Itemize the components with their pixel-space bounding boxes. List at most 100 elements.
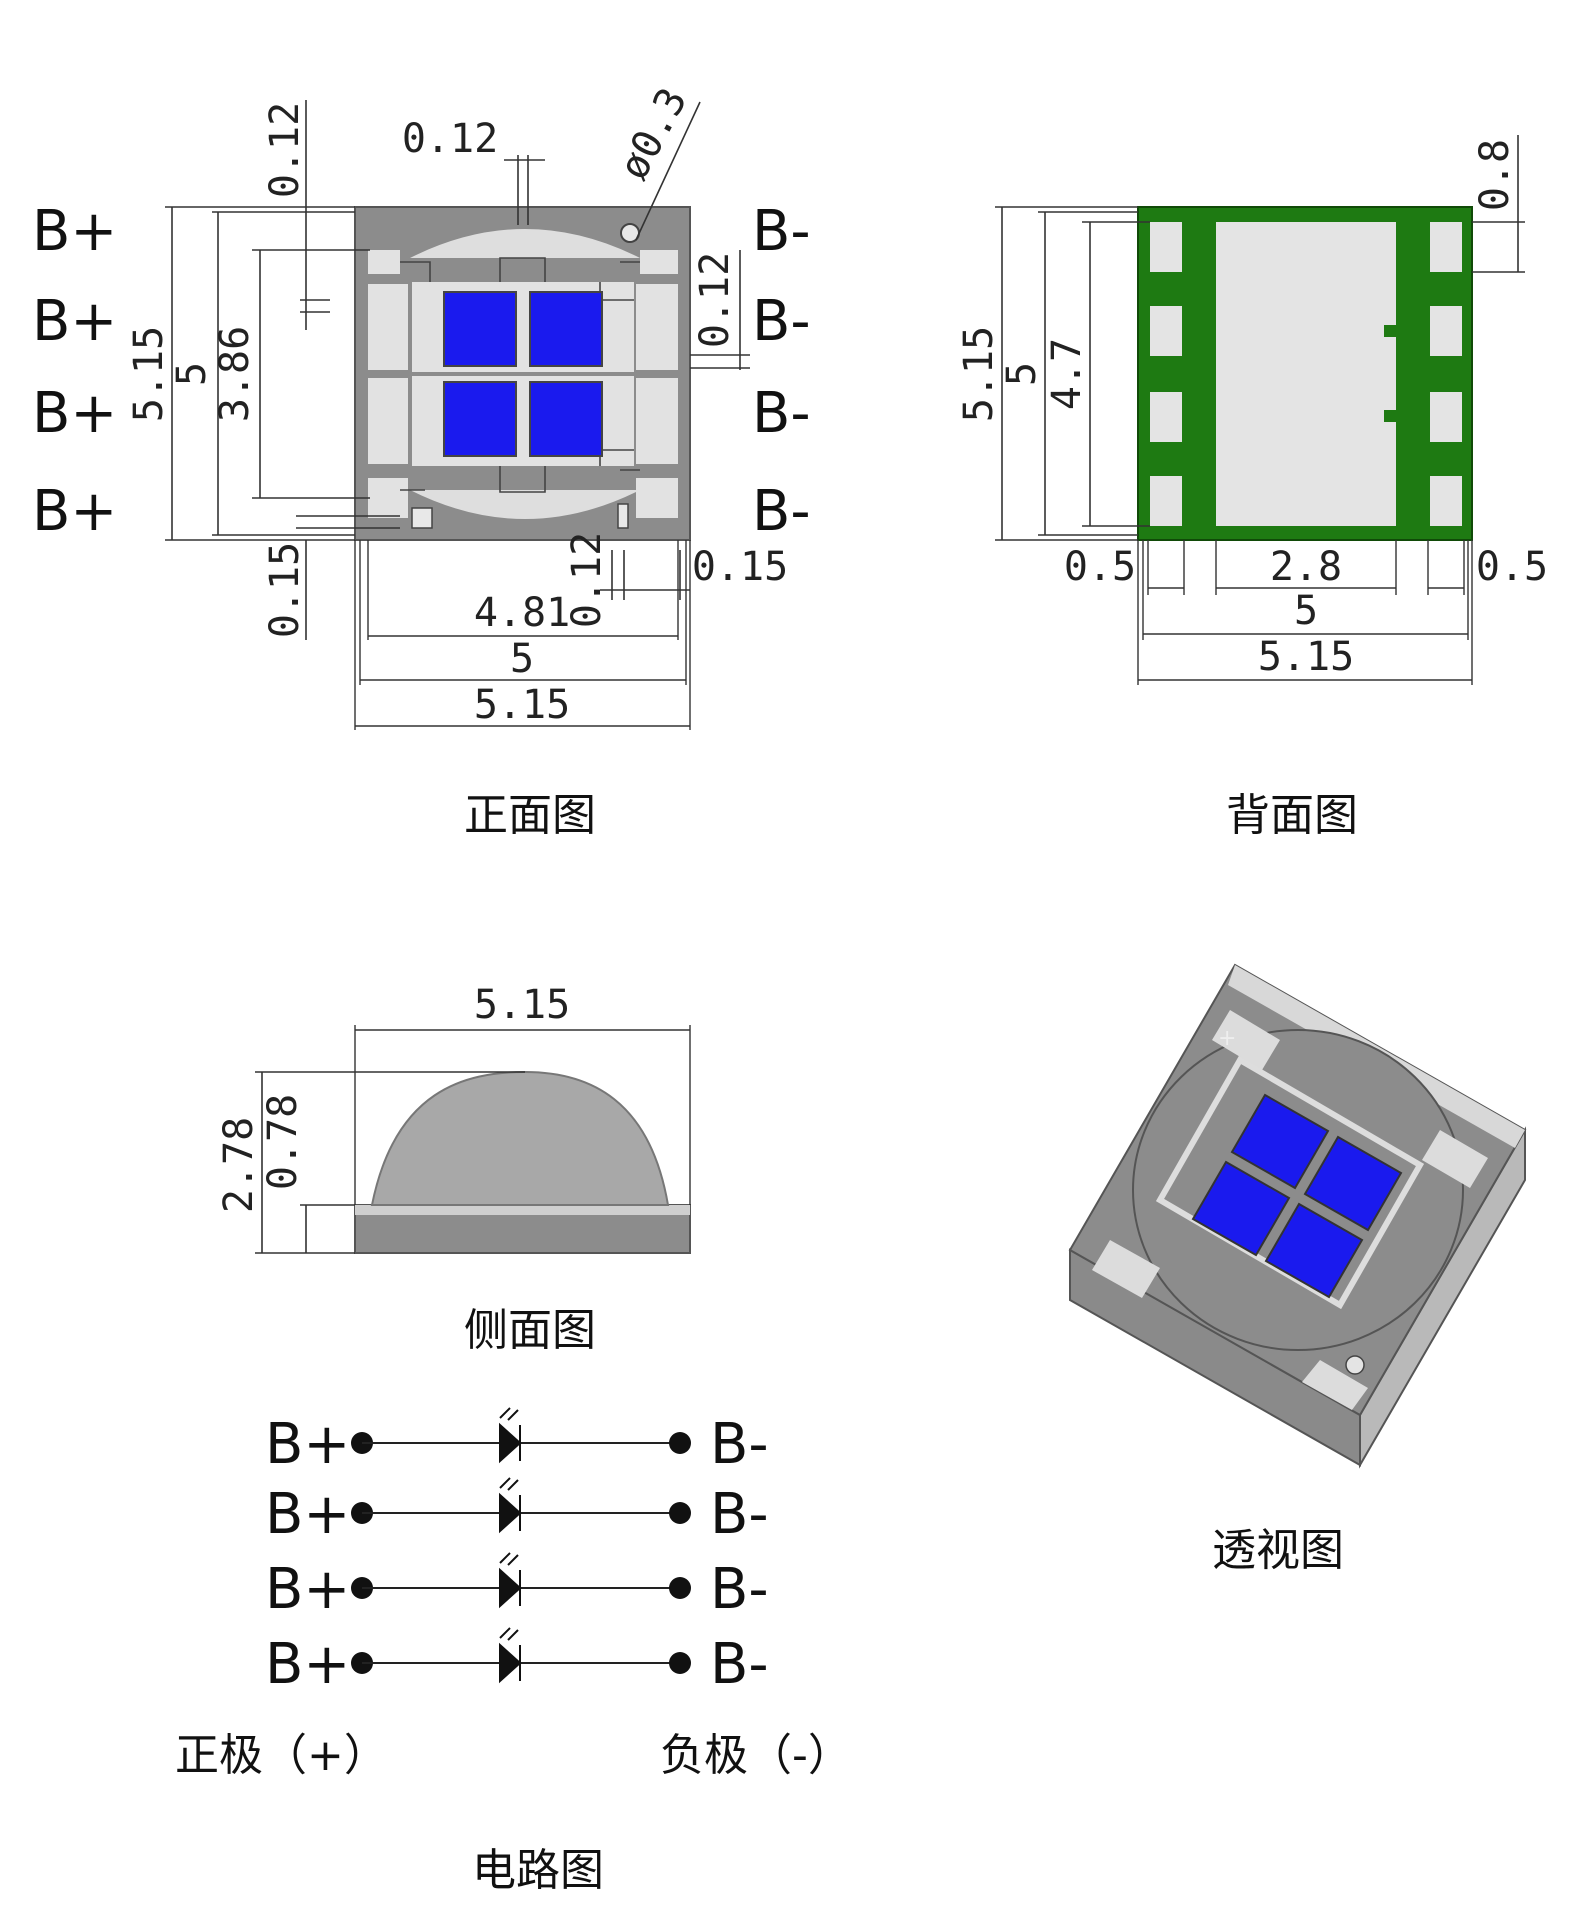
minus-marker-icon [617,503,629,529]
dim-front-width-515: 5.15 [474,682,570,728]
circuit-row: B+ B- [265,1627,769,1697]
persp-chip [1303,1135,1403,1232]
back-left-pad [1150,222,1182,272]
front-pin-left-2: B+ [32,289,117,354]
dim-back-left-pad: 0.5 [1064,544,1136,590]
node-dot-icon [669,1577,691,1599]
dim-front-height-5: 5 [169,362,215,386]
front-pad [636,378,678,464]
front-pad [636,284,678,370]
dim-back-center-pad: 2.8 [1270,544,1342,590]
back-left-pad [1150,476,1182,526]
dim-back-width-515: 5.15 [1258,634,1354,680]
diode-icon [499,1552,522,1609]
side-lens [370,1070,670,1206]
dim-side-width: 5.15 [474,982,570,1028]
dim-side-height-total: 2.78 [216,1117,262,1213]
dim-back-height-5: 5 [999,362,1045,386]
node-dot-icon [669,1502,691,1524]
front-pad [368,250,400,274]
circuit-row: B+ B- [265,1477,769,1547]
side-base-top [355,1205,690,1215]
front-pin-left-3: B+ [32,381,117,446]
dim-back-pad-47: 4.7 [1044,338,1090,410]
front-pad [640,250,678,274]
node-dot-icon [669,1432,691,1454]
front-pad [368,478,408,518]
circuit-negative-label: 负极（-） [660,1730,852,1781]
persp-chip [1230,1093,1330,1190]
dim-back-top-08: 0.8 [1472,139,1518,211]
circuit-left-label: B+ [265,1632,350,1697]
front-pad [636,478,678,518]
dim-front-width-5: 5 [510,636,534,682]
dim-front-gap-bottom-right: 0.12 [564,532,610,628]
dim-front-height-515: 5.15 [126,326,172,422]
circuit-row: B+ B- [265,1552,769,1622]
dim-front-pad-386: 3.86 [212,326,258,422]
front-top-arc [410,229,640,258]
back-right-pad [1430,306,1462,356]
front-pad [368,378,408,464]
dim-front-hole: ø0.3 [611,81,697,188]
circuit-right-label: B- [710,1557,769,1622]
persp-pad [1302,1360,1368,1410]
dim-front-width-481: 4.81 [474,590,570,636]
circuit-row: B+ B- [265,1407,769,1477]
back-left-pad [1150,306,1182,356]
back-view: 5.15 5 4.7 0.8 0.5 2.8 0.5 5 5.15 背面图 [956,135,1548,841]
dim-front-gap-right: 0.12 [692,252,738,348]
perspective-view: + 透视图 [1068,963,1527,1576]
back-center-pad [1216,222,1396,526]
dim-side-base: 0.78 [260,1094,306,1190]
front-pin-right-3: B- [752,381,811,446]
front-pin-right-4: B- [752,479,811,544]
back-notch [1384,325,1396,337]
side-view: 5.15 2.78 0.78 侧面图 [216,982,691,1356]
circuit-positive-label: 正极（+） [175,1730,388,1781]
circuit-caption: 电路图 [472,1845,604,1896]
front-chip [529,381,603,457]
front-pin-right-2: B- [752,289,811,354]
circuit-right-label: B- [710,1632,769,1697]
back-caption: 背面图 [1226,790,1358,841]
circuit-left-label: B+ [265,1482,350,1547]
circuit-diagram: B+ B- B+ B- B+ B- B+ [175,1407,852,1896]
persp-pad [1212,1010,1280,1070]
back-right-pad [1430,222,1462,272]
front-pin-left-1: B+ [32,199,117,264]
circuit-left-label: B+ [265,1412,350,1477]
dim-front-gap-top-center: 0.12 [402,116,498,162]
dim-back-right-pad: 0.5 [1476,544,1548,590]
back-right-pad [1430,392,1462,442]
diode-icon [499,1627,522,1684]
front-view: 5.15 5 3.86 0.12 0.15 0.12 ø0.3 0.12 0.1… [32,81,811,841]
back-right-pad [1430,476,1462,526]
persp-pad [1422,1130,1488,1188]
dim-back-width-5: 5 [1294,588,1318,634]
circuit-right-label: B- [710,1482,769,1547]
front-lens-area [370,230,680,518]
side-caption: 侧面图 [464,1305,596,1356]
plus-marker-icon [411,507,433,529]
circuit-right-label: B- [710,1412,769,1477]
back-notch [1384,410,1396,422]
front-bottom-arc [410,490,640,519]
dim-front-right-margin: 0.15 [692,544,788,590]
persp-pad [1092,1240,1160,1298]
dim-back-height-515: 5.15 [956,326,1002,422]
persp-hole [1345,1355,1365,1375]
front-chip [443,291,517,367]
front-pad [368,284,408,370]
front-pin-right-1: B- [752,199,811,264]
plus-marker-icon: + [1218,1026,1236,1051]
dim-front-gap-top: 0.12 [262,102,308,198]
front-caption: 正面图 [464,790,596,841]
circuit-left-label: B+ [265,1557,350,1622]
front-pin-left-4: B+ [32,479,117,544]
back-left-pad [1150,392,1182,442]
diode-icon [499,1407,522,1464]
persp-chip [1264,1202,1364,1299]
front-chip [443,381,517,457]
